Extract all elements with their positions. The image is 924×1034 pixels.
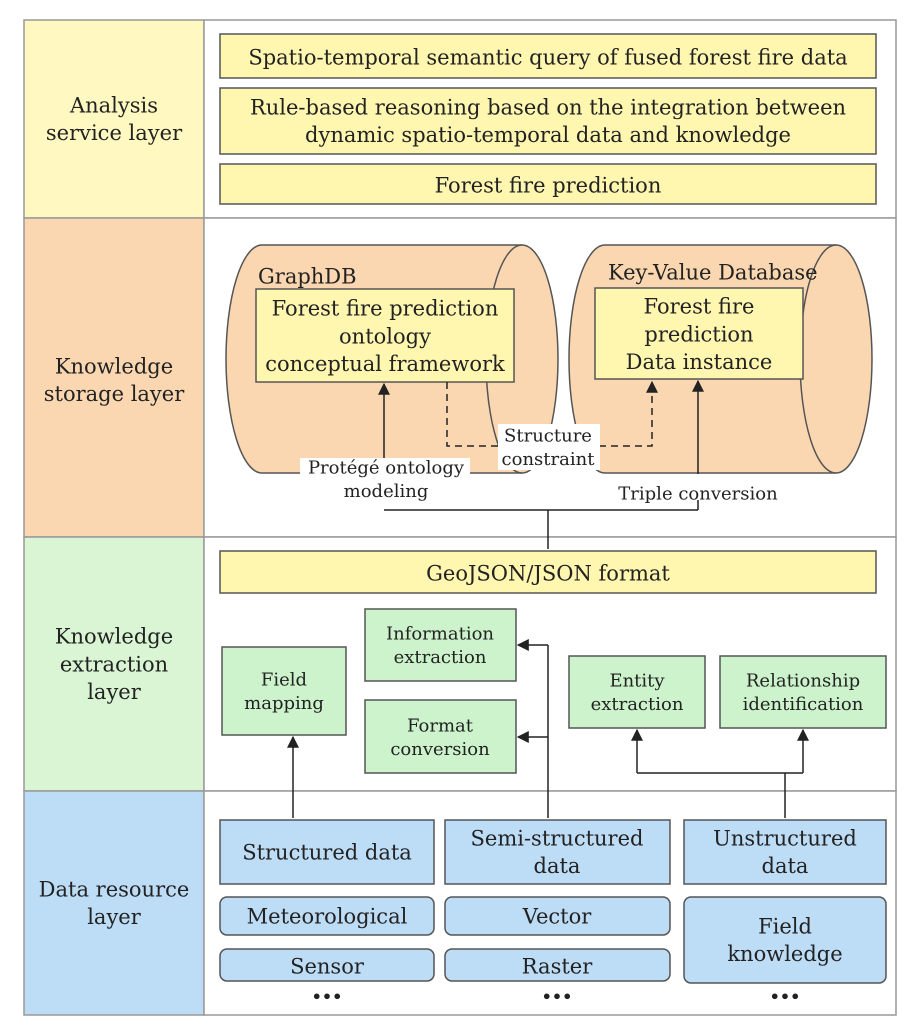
analysis-layer-band [23, 19, 205, 219]
rule-reasoning-text: Rule-based reasoning based on the integr… [250, 96, 846, 148]
field-mapping-box [221, 646, 347, 736]
resource-layer-band [23, 790, 205, 1016]
sensor-box [219, 948, 435, 982]
format-conversion-box [364, 699, 517, 774]
meteorological-text: Meteorological [247, 904, 408, 928]
relationship-identification-box [719, 655, 887, 729]
information-extraction-box [364, 608, 517, 682]
storage-layer-band [23, 217, 205, 538]
geojson-box [219, 550, 877, 594]
semantic-query-box [219, 33, 877, 79]
raster-text: Raster [522, 954, 593, 978]
semantic-query-text: Spatio-temporal semantic query of fused … [248, 45, 847, 69]
graphdb-title: GraphDB [258, 264, 357, 288]
ontology-framework-box [255, 288, 515, 383]
structured-more-ellipsis: ••• [312, 987, 343, 1006]
forest-fire-prediction-box [219, 163, 877, 205]
raster-box [444, 948, 671, 982]
vector-text: Vector [522, 904, 593, 928]
geojson-text: GeoJSON/JSON format [426, 561, 670, 585]
field-knowledge-box [683, 896, 887, 984]
vector-box [444, 896, 671, 936]
entity-extraction-box [568, 655, 706, 729]
kvdb-title: Key-Value Database [608, 260, 818, 284]
extraction-layer-band [23, 536, 205, 792]
data-instance-box [594, 287, 804, 380]
protege-label-bg [300, 458, 470, 508]
meteorological-box [219, 896, 435, 936]
forest-fire-prediction-text: Forest fire prediction [435, 173, 662, 197]
structured-data-text: Structured data [242, 840, 412, 864]
semi-more-ellipsis: ••• [542, 987, 573, 1006]
triple-label: Triple conversion [618, 483, 778, 504]
structure-constraint-connector [446, 380, 658, 447]
rule-reasoning-box [219, 87, 877, 155]
unstructured-more-ellipsis: ••• [770, 987, 801, 1006]
structured-data-header [219, 819, 435, 885]
triple-label-bg [612, 474, 784, 500]
unstructured-data-header [683, 819, 887, 885]
semi-structured-data-header [444, 819, 671, 885]
sensor-text: Sensor [290, 954, 365, 978]
structure-constraint-label-bg [498, 424, 600, 470]
